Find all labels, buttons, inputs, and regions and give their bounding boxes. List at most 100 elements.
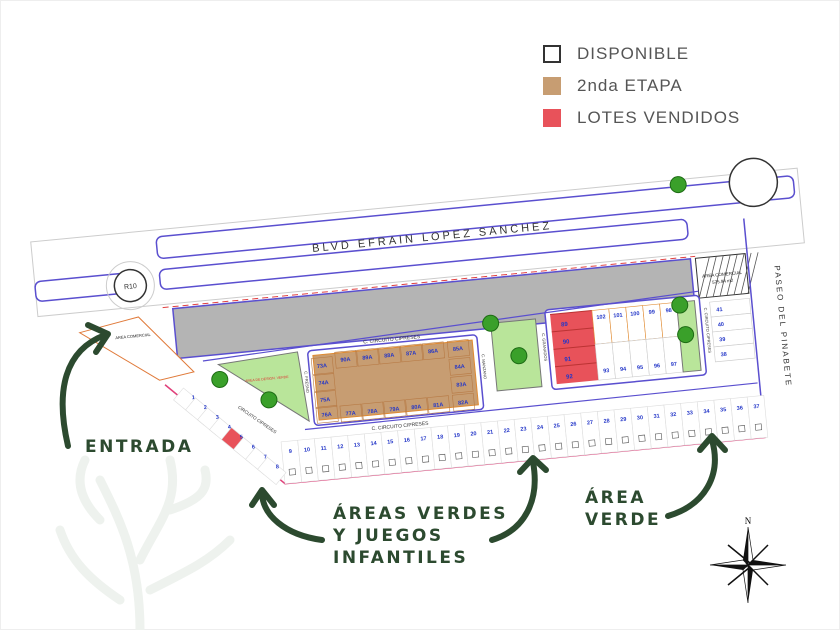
lot-marker-icon (405, 457, 413, 465)
lot-marker-icon (555, 442, 563, 450)
lot-number: 101 (613, 313, 623, 320)
lot-divider (555, 362, 597, 368)
areas-verdes-arrow-left-icon (249, 487, 325, 543)
circuito-left-label: CIRCUITO CIPRESES (237, 405, 277, 435)
lot-number: 24 (537, 425, 545, 432)
legend-label: LOTES VENDIDOS (577, 108, 741, 127)
area-comercial-left-label: AREA COMERCIAL (115, 332, 152, 340)
circuit-road (202, 290, 758, 431)
lot-divider (553, 344, 596, 350)
stage2-lot-number: 89A (362, 355, 373, 362)
coral-decoration-icon (55, 455, 235, 630)
stage2-lot-number: 75A (320, 397, 331, 404)
lot-marker-icon (538, 444, 546, 452)
compass-rose-icon: N (709, 516, 787, 604)
stage2-lot (315, 405, 339, 424)
lot-number: 6 (252, 444, 256, 450)
lot-number: 34 (703, 409, 711, 416)
hatch-line (733, 253, 745, 295)
stage2-lot-number: 82A (458, 400, 469, 407)
stage2-lot-number: 81A (433, 402, 444, 409)
area-verde-line: VERDE (585, 510, 662, 530)
entrada-label: ENTRADA (85, 437, 194, 457)
lot-marker-icon (421, 455, 430, 463)
lot-number: 32 (670, 412, 677, 419)
stage2-lot (356, 347, 380, 367)
stage2-lot (383, 399, 407, 419)
lot-marker-icon (438, 453, 446, 462)
lot-number: 39 (719, 337, 726, 344)
roundabout-label: R10 (124, 283, 138, 291)
granados-label: C. GRANADOS (541, 333, 549, 362)
lot-number: 38 (720, 352, 727, 359)
lot-marker-icon (671, 431, 679, 439)
block-a-outline (307, 334, 485, 426)
hatch-line (726, 254, 738, 296)
stage2-lot (361, 401, 385, 421)
lot-number: 28 (603, 418, 610, 425)
hatch-line (719, 254, 731, 297)
gray-block (171, 257, 696, 360)
stage2-lot (314, 390, 338, 409)
lot-marker-icon (571, 441, 579, 449)
lot-number: 93 (603, 368, 610, 375)
stage2-lot-number: 87A (406, 351, 417, 358)
lot-marker-icon (521, 445, 529, 454)
lot-number: 26 (570, 421, 577, 428)
compass-north-label: N (745, 516, 752, 526)
legend-swatch-2nda-etapa (543, 77, 561, 95)
boulevard-median-bottom (158, 218, 689, 290)
lot-number: 9 (289, 449, 293, 455)
lot (713, 342, 756, 363)
lot-number: 15 (387, 439, 394, 446)
stage2-lot (427, 395, 451, 414)
stage2-lot (400, 343, 424, 363)
lot-number: 10 (304, 447, 311, 454)
entrada-arrow-icon (59, 322, 111, 449)
hatch-line (705, 256, 717, 298)
stage2-lot (450, 374, 474, 394)
hatch-line (698, 256, 710, 299)
paseo-line (743, 218, 765, 423)
lot-number: 27 (587, 420, 594, 427)
lot-marker-icon (455, 452, 463, 460)
tree-icon (671, 296, 689, 314)
stage2-lot-number: 88A (384, 353, 395, 360)
lot-number: 23 (520, 426, 527, 433)
area-verde-arrow-icon (665, 433, 728, 519)
area-verde-label: ÁREA VERDE (585, 487, 661, 531)
lot-number: 41 (716, 307, 723, 314)
property-line (162, 255, 696, 309)
tree-icon (677, 326, 695, 344)
lot-number: 40 (718, 322, 725, 329)
park-left-label: AREA DE DESIGN. VERDE (245, 375, 289, 383)
stage2-lot-number: 85A (453, 346, 464, 353)
stage2-lot-number: 78A (367, 408, 378, 415)
areas-verdes-line: ÁREAS VERDES (333, 504, 509, 524)
lot-marker-icon (605, 437, 613, 446)
lot-number: 8 (276, 464, 280, 470)
lot-number: 19 (454, 433, 461, 440)
lot-number: 29 (620, 417, 627, 424)
lot-marker-icon (471, 450, 480, 458)
lot-marker-icon (505, 447, 513, 455)
stage2-lot-number: 79A (389, 406, 400, 413)
stage2-lot-number: 84A (454, 364, 465, 371)
circuito-top-label: C. CIRCUITO CIPRESES (363, 334, 421, 346)
legend-swatch-disponible (543, 45, 561, 63)
roundabout-outer (105, 261, 155, 311)
lot-number: 21 (487, 430, 494, 437)
sold-lot-number: 91 (564, 357, 572, 364)
lot-number: 25 (553, 423, 560, 430)
lot-marker-icon (638, 434, 646, 442)
lot-number: 95 (637, 365, 644, 372)
lot-number: 22 (503, 428, 510, 435)
lot-marker-icon (721, 426, 729, 434)
roundabout-right (728, 157, 779, 208)
legend-item-lotes-vendidos: LOTES VENDIDOS (543, 102, 740, 134)
lot-marker-icon (621, 436, 629, 444)
areas-verdes-line: Y JUEGOS (333, 526, 444, 546)
tree-icon (260, 391, 278, 409)
lot-marker-icon (654, 433, 663, 441)
stage2-lot (448, 357, 472, 376)
